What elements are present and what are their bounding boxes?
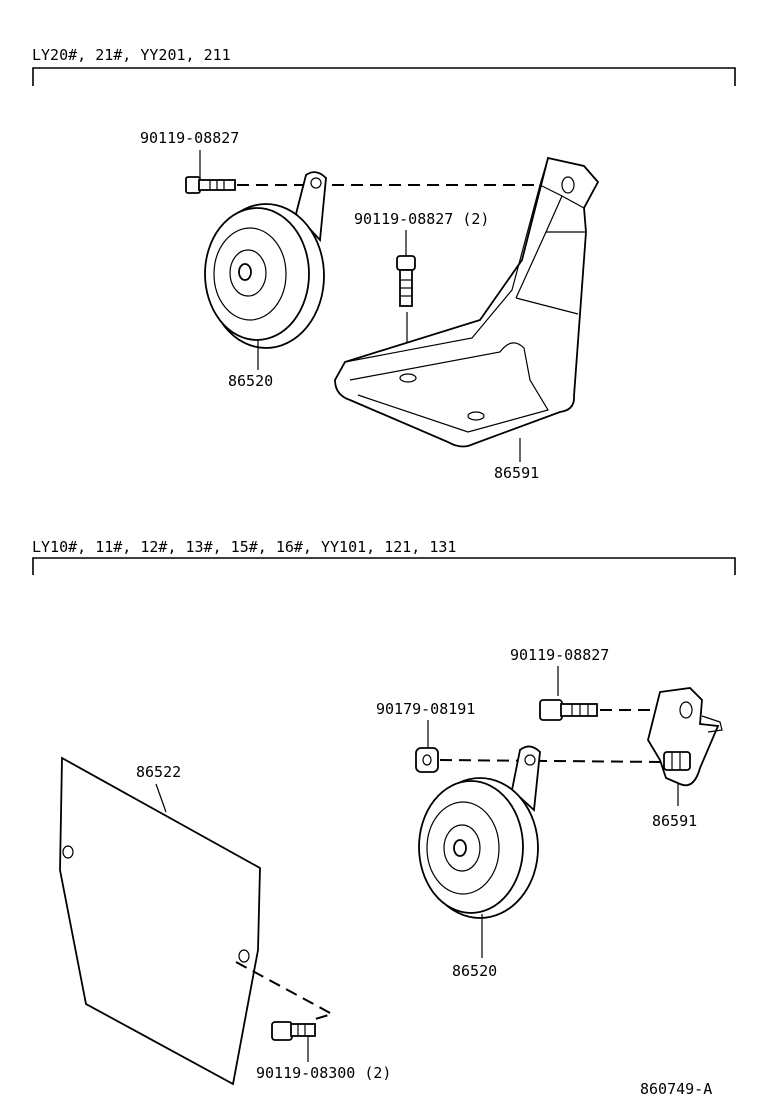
label-cover-bolt: 90119-08300 (2) bbox=[256, 1064, 391, 1082]
leader-cover bbox=[155, 783, 167, 813]
section-1-bracket-line bbox=[32, 67, 736, 86]
bolt-a-part bbox=[185, 176, 236, 194]
bracket-1-part bbox=[334, 156, 600, 448]
section-1: LY20#, 21#, YY201, 211 90119-08827 86520… bbox=[32, 46, 736, 482]
label-bolt-a: 90119-08827 bbox=[140, 129, 239, 147]
section-2-header: LY10#, 11#, 12#, 13#, 15#, 16#, YY101, 1… bbox=[32, 538, 456, 556]
dash-collar bbox=[439, 759, 666, 763]
figure-id: 860749-A bbox=[640, 1080, 712, 1098]
label-horn-2: 86520 bbox=[452, 962, 497, 980]
label-collar: 90179-08191 bbox=[376, 700, 475, 718]
label-bolt-2: 90119-08827 bbox=[510, 646, 609, 664]
section-1-header: LY20#, 21#, YY201, 211 bbox=[32, 46, 231, 64]
bolt-2-part bbox=[539, 699, 598, 721]
horn-1-part bbox=[204, 171, 327, 349]
bolt-b-part bbox=[396, 255, 416, 307]
cover-part bbox=[59, 756, 261, 1086]
collar-part bbox=[415, 747, 439, 773]
section-2-bracket-line bbox=[32, 557, 736, 575]
label-bolt-b: 90119-08827 (2) bbox=[354, 210, 489, 228]
dash-cover-bolt bbox=[235, 961, 335, 1021]
label-horn-1: 86520 bbox=[228, 372, 273, 390]
label-bracket-2: 86591 bbox=[652, 812, 697, 830]
cover-bolt-part bbox=[271, 1021, 316, 1041]
label-bracket-1: 86591 bbox=[494, 464, 539, 482]
section-2: LY10#, 11#, 12#, 13#, 15#, 16#, YY101, 1… bbox=[32, 538, 736, 1086]
label-cover: 86522 bbox=[136, 763, 181, 781]
horn-2-part bbox=[418, 745, 541, 919]
bracket-2-part bbox=[647, 687, 723, 787]
